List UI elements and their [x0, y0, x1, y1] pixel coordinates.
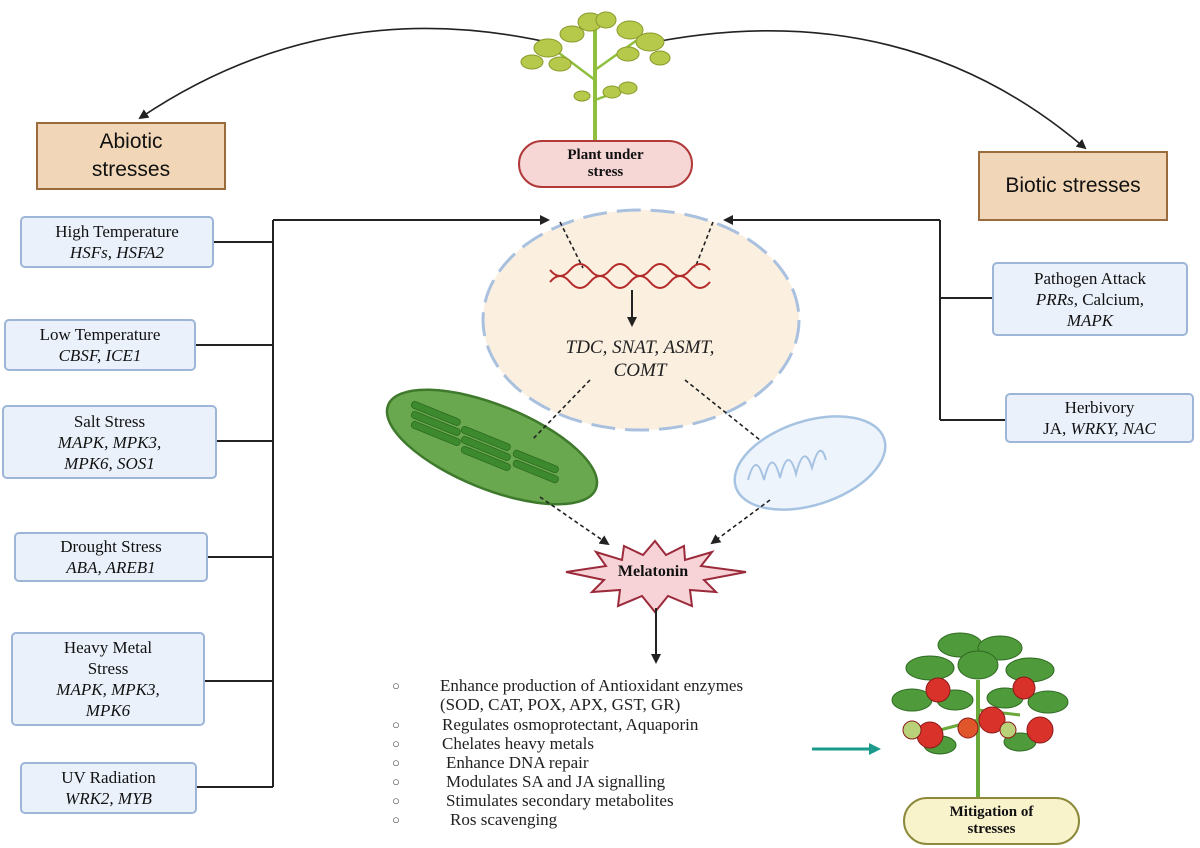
stress-genes: MAPK, MPK3, MPK6, SOS1 — [57, 432, 162, 473]
stress-name: Heavy Metal Stress — [63, 638, 153, 678]
biotic-header-text: Biotic stresses — [1005, 174, 1141, 197]
stress-name: Low Temperature — [39, 325, 161, 344]
bullet-icon: ○ — [392, 736, 400, 751]
mitochondria-icon — [733, 415, 887, 511]
mitigation-text: Mitigation of stresses — [949, 804, 1034, 837]
stress-genes: CBSF, ICE1 — [58, 346, 142, 365]
plant-under-stress-label: Plant under stress — [518, 140, 693, 188]
biotic-stresses-header: Biotic stresses — [978, 151, 1168, 221]
abiotic-box-heavy-metal-stress: Heavy Metal Stress MAPK, MPK3, MPK6 — [11, 632, 205, 726]
biotic-box-herbivory: Herbivory JA, WRKY, NAC — [1005, 393, 1194, 443]
list-item: ○Modulates SA and JA signalling — [392, 772, 666, 791]
stress-genes: ABA, AREB1 — [66, 558, 156, 577]
plant-under-stress-text: Plant under stress — [567, 147, 644, 180]
chloroplast-icon — [385, 388, 599, 506]
list-item: ○Enhance DNA repair — [392, 753, 589, 772]
abiotic-box-salt-stress: Salt Stress MAPK, MPK3, MPK6, SOS1 — [2, 405, 217, 479]
stress-genes: JA, WRKY, NAC — [1043, 419, 1156, 438]
bullet-icon: ○ — [392, 812, 400, 827]
list-item: ○Enhance production of Antioxidant enzym… — [392, 676, 744, 714]
abiotic-box-drought-stress: Drought Stress ABA, AREB1 — [14, 532, 208, 582]
plant-icon — [520, 11, 671, 142]
stress-name: Pathogen Attack — [1034, 268, 1146, 288]
biosynthesis-genes: TDC, SNAT, ASMT, COMT — [565, 337, 715, 381]
list-item: ○Regulates osmoprotectant, Aquaporin — [392, 715, 699, 734]
stress-genes: HSFs, HSFA2 — [69, 243, 165, 262]
stress-name: Herbivory — [1064, 398, 1135, 417]
melatonin-effects-list: ○Enhance production of Antioxidant enzym… — [392, 676, 872, 829]
abiotic-bracket — [196, 215, 550, 788]
melatonin-label: Melatonin — [617, 563, 689, 580]
nucleus-ellipse — [481, 208, 801, 432]
mitigation-of-stresses-label: Mitigation of stresses — [903, 797, 1080, 845]
stress-name: Salt Stress — [73, 411, 146, 431]
stress-name: High Temperature — [55, 222, 179, 241]
bullet-icon: ○ — [392, 755, 400, 770]
arrow-to-biotic — [639, 29, 1087, 150]
list-item: ○Stimulates secondary metabolites — [392, 791, 674, 810]
bullet-icon: ○ — [392, 678, 400, 693]
list-item: ○Ros scavenging — [392, 810, 558, 829]
abiotic-box-uv-radiation: UV Radiation WRK2, MYB — [20, 762, 197, 814]
stress-genes-line2: MAPK — [1066, 310, 1114, 330]
list-item: ○Chelates heavy metals — [392, 734, 595, 753]
arrow-to-abiotic — [138, 27, 561, 120]
dna-icon — [549, 263, 711, 289]
biotic-bracket — [723, 215, 1005, 421]
stress-name: Drought Stress — [60, 537, 162, 556]
stress-genes: WRK2, MYB — [65, 789, 152, 808]
abiotic-box-high-temperature: High Temperature HSFs, HSFA2 — [20, 216, 214, 268]
bullet-icon: ○ — [392, 774, 400, 789]
biotic-box-pathogen-attack: Pathogen Attack PRRs, Calcium, MAPK — [992, 262, 1188, 336]
abiotic-box-low-temperature: Low Temperature CBSF, ICE1 — [4, 319, 196, 371]
bullet-icon: ○ — [392, 793, 400, 808]
abiotic-header-text: Abiotic stresses — [91, 130, 171, 181]
stress-genes: PRRs, Calcium, — [1035, 289, 1145, 309]
bullet-icon: ○ — [392, 717, 400, 732]
stress-name: UV Radiation — [61, 768, 156, 787]
tomato-plant-icon — [891, 632, 1069, 800]
abiotic-stresses-header: Abiotic stresses — [36, 122, 226, 190]
stress-genes: MAPK, MPK3, MPK6 — [56, 680, 160, 720]
